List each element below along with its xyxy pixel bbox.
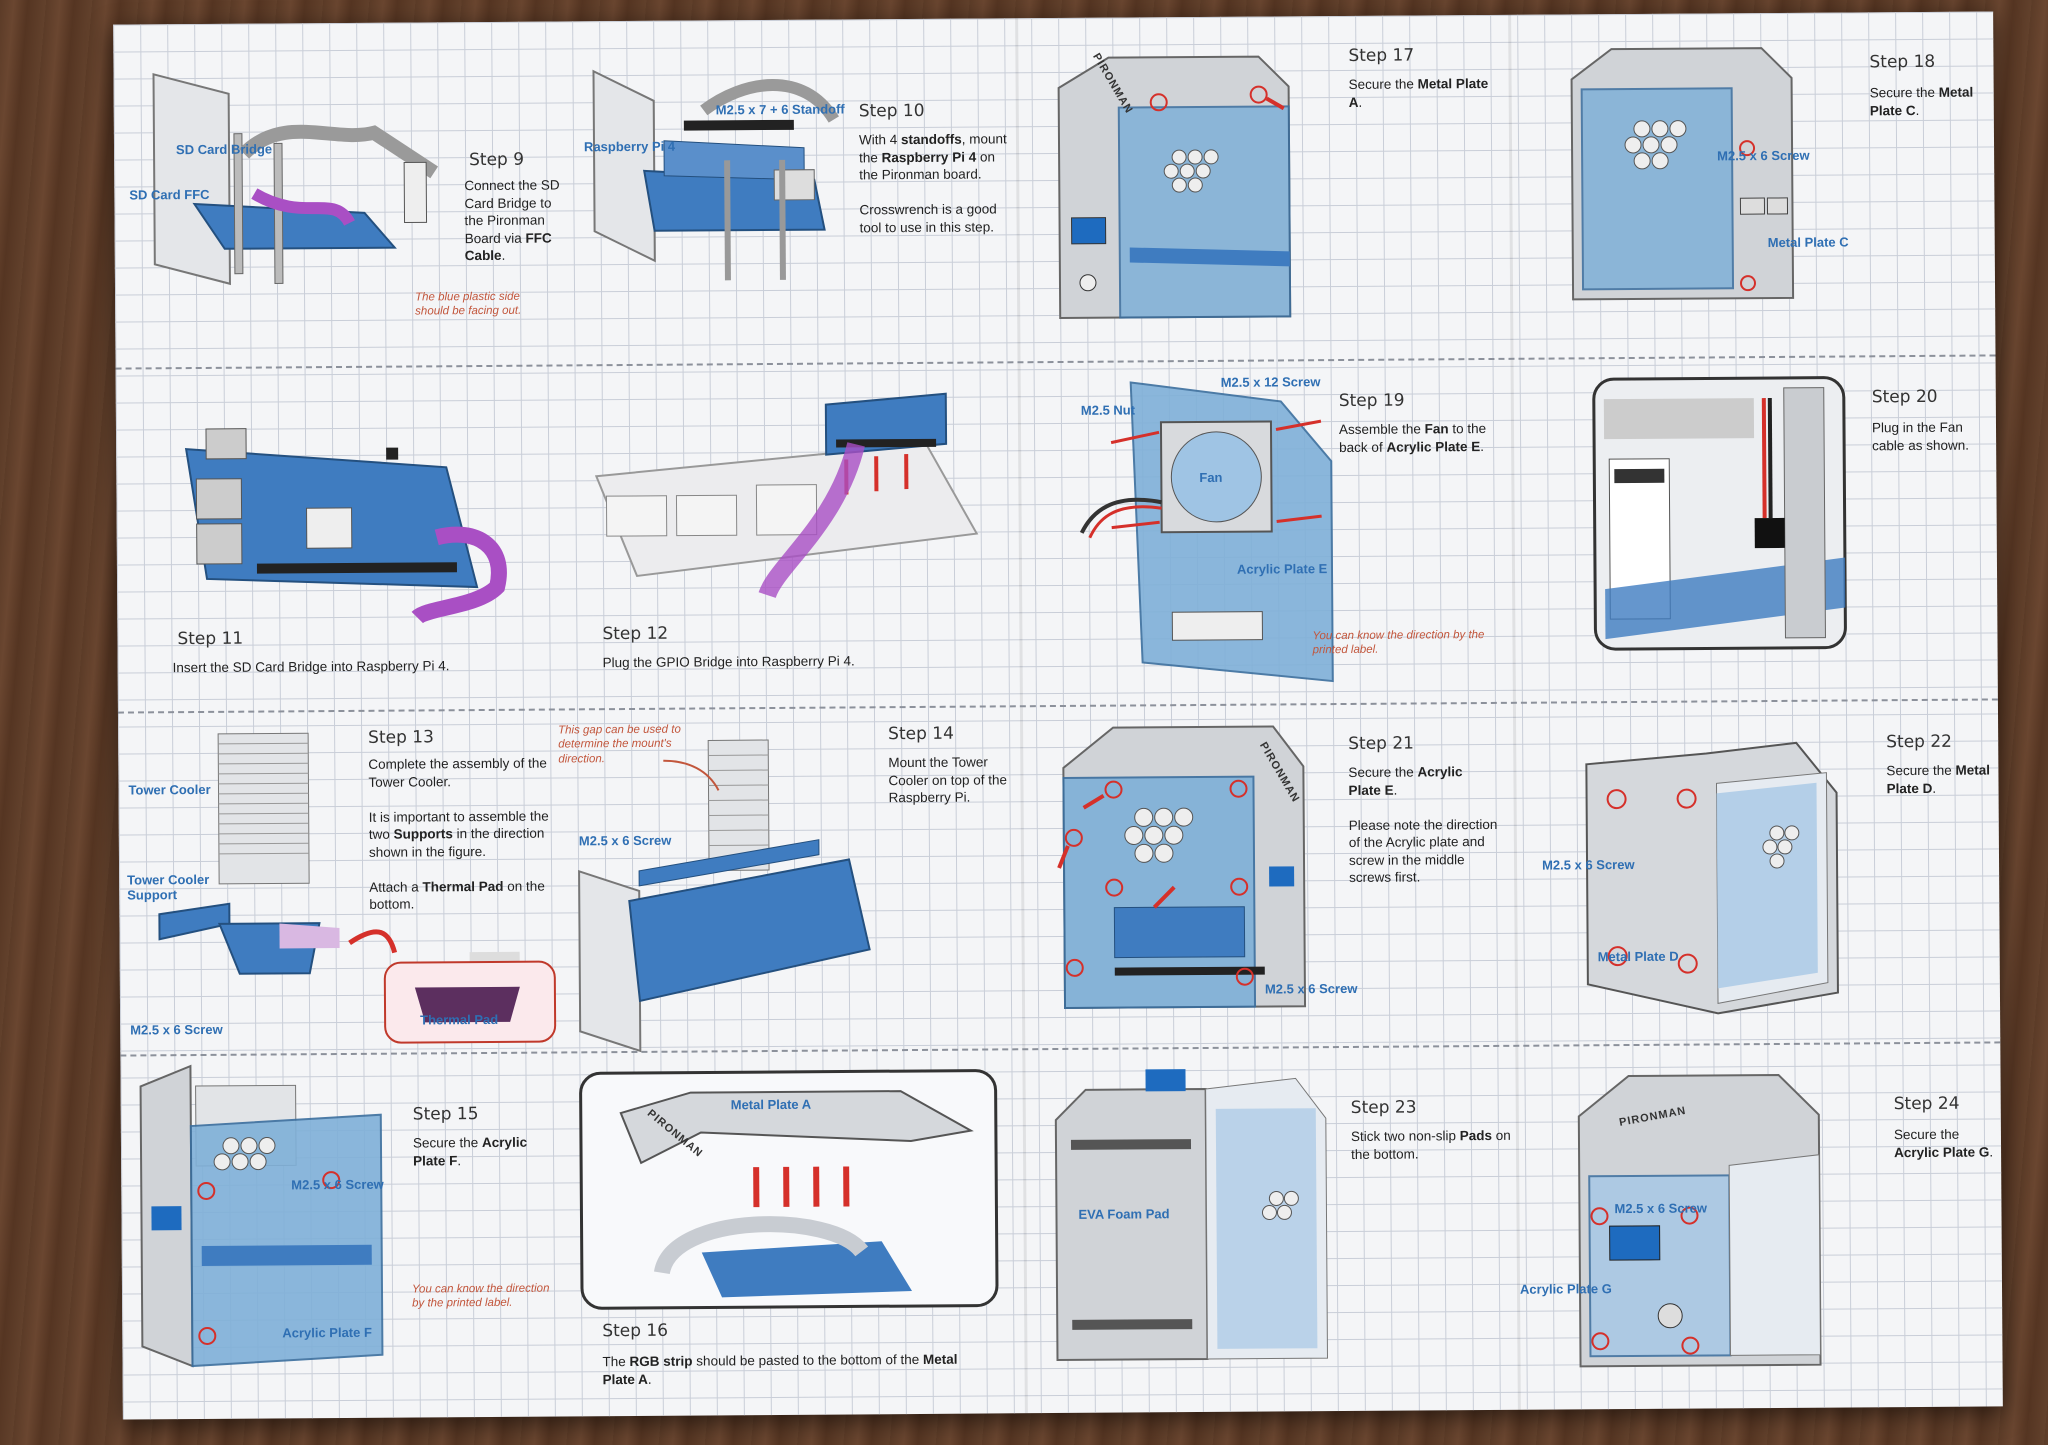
step-22-text: Secure the Metal Plate D. (1886, 762, 1991, 796)
step-21-illustration (1057, 725, 1307, 1009)
step-19-text: Assemble the Fan to the back of Acrylic … (1338, 421, 1487, 455)
step-10-text: With 4 standoffs, mount the Raspberry Pi… (858, 131, 1007, 236)
step-18-text: Secure the Metal Plate C. (1869, 84, 1974, 118)
screw-label: M2.5 x 6 Screw (1542, 856, 1635, 873)
metal-plate-c-label: Metal Plate C (1767, 234, 1849, 251)
step-17-text: Secure the Metal Plate A. (1348, 75, 1489, 110)
step-23: EVA Foam Pad Step 23 Stick two non-slip … (1025, 1047, 1518, 1410)
fan-label: Fan (1199, 469, 1223, 486)
step-16-text: The RGB strip should be pasted to the bo… (602, 1351, 958, 1387)
acrylic-plate-e-label: Acrylic Plate E (1236, 561, 1328, 577)
step-20-title: Step 20 (1871, 386, 1938, 408)
step-14: This gap can be used to determine the mo… (558, 708, 1020, 1053)
m25x12-screw-label: M2.5 x 12 Screw (1220, 374, 1321, 390)
step-12-illustration (594, 392, 979, 599)
step-23-title: Step 23 (1350, 1097, 1417, 1118)
step-9: SD Card Bridge SD Card FFC Step 9 Connec… (113, 21, 575, 367)
step-22: M2.5 x 6 Screw Metal Plate D Step 22 Sec… (1516, 701, 1998, 1044)
raspberry-pi-4-label: Raspberry Pi 4 (583, 138, 676, 155)
step-17-title: Step 17 (1348, 45, 1415, 66)
step-11-title: Step 11 (177, 628, 244, 650)
step-18-title: Step 18 (1869, 51, 1936, 73)
step-13: Tower Cooler Tower Cooler Support M2.5 x… (118, 711, 560, 1054)
step-15-note: You can know the direction by the printe… (411, 1282, 550, 1310)
sd-card-bridge-label: SD Card Bridge (175, 141, 273, 158)
acrylic-plate-g-label: Acrylic Plate G (1519, 1281, 1612, 1297)
step-21: PIRONMAN M2.5 x 6 Screw Step 21 Secure t… (1023, 705, 1515, 1048)
step-9-text: Connect the SD Card Bridge to the Pironm… (464, 177, 560, 264)
step-12: Step 12 Plug the GPIO Bridge into Raspbe… (556, 363, 1018, 708)
sd-card-ffc-label: SD Card FFC (129, 186, 210, 203)
step-23-text: Stick two non-slip Pads on the bottom. (1350, 1127, 1511, 1162)
step-22-illustration (1585, 741, 1839, 1015)
step-18-illustration (1570, 47, 1795, 301)
screw-label: M2.5 x 6 Screw (1264, 980, 1358, 997)
standoff-label: M2.5 x 7 + 6 Standoff (715, 101, 845, 118)
tower-cooler-support-label: Tower Cooler Support (127, 871, 210, 903)
step-16: PIRONMAN Metal Plate A Step 16 The RGB s… (560, 1050, 1023, 1413)
step-10-illustration (592, 69, 839, 281)
step-16-title: Step 16 (602, 1320, 669, 1342)
step-18: M2.5 x 6 Screw Metal Plate C Step 18 Sec… (1511, 11, 1993, 357)
metal-plate-a-label: Metal Plate A (730, 1096, 812, 1113)
step-10: M2.5 x 7 + 6 Standoff Raspberry Pi 4 Ste… (553, 18, 1015, 364)
step-24-illustration (1577, 1073, 1822, 1368)
step-14-note: This gap can be used to determine the mo… (558, 723, 681, 766)
step-12-text: Plug the GPIO Bridge into Raspberry Pi 4… (602, 653, 855, 671)
step-24: PIRONMAN M2.5 x 6 Screw Acrylic Plate G … (1518, 1043, 2001, 1406)
step-24-title: Step 24 (1893, 1093, 1960, 1115)
step-9-title: Step 9 (469, 149, 525, 171)
step-19-title: Step 19 (1338, 390, 1405, 412)
step-14-title: Step 14 (888, 723, 954, 745)
thermal-pad-label: Thermal Pad (420, 1011, 499, 1028)
step-21-title: Step 21 (1348, 733, 1415, 754)
step-19-note: You can know the direction by the printe… (1312, 629, 1485, 657)
step-14-text: Mount the Tower Cooler on top of the Ras… (888, 754, 1008, 806)
step-15: M2.5 x 6 Screw Acrylic Plate F Step 15 S… (120, 1053, 563, 1416)
step-13-title: Step 13 (368, 727, 434, 748)
step-17: PIRONMAN Step 17 Secure the Metal Plate … (1018, 15, 1510, 361)
step-20-text: Plug in the Fan cable as shown. (1871, 419, 1969, 453)
step-16-illustration (579, 1069, 999, 1310)
screw-label: M2.5 x 6 Screw (1614, 1200, 1708, 1217)
step-15-text: Secure the Acrylic Plate F. (412, 1134, 528, 1169)
step-9-note: The blue plastic side should be facing o… (415, 290, 522, 318)
step-20: Step 20 Plug in the Fan cable as shown. (1514, 356, 1996, 701)
acrylic-plate-f-label: Acrylic Plate F (282, 1324, 372, 1341)
instruction-sheet: SD Card Bridge SD Card FFC Step 9 Connec… (113, 11, 2003, 1420)
eva-foam-pad-label: EVA Foam Pad (1078, 1206, 1170, 1222)
step-11-text: Insert the SD Card Bridge into Raspberry… (172, 658, 450, 676)
step-13-illustration (158, 732, 557, 1044)
step-21-text: Secure the Acrylic Plate E. Please note … (1348, 764, 1498, 886)
step-17-illustration (1057, 55, 1292, 319)
step-11: Step 11 Insert the SD Card Bridge into R… (116, 366, 558, 711)
step-24-text: Secure the Acrylic Plate G. (1893, 1126, 1994, 1160)
step-12-title: Step 12 (602, 623, 669, 645)
screw-label: M2.5 x 6 Screw (1717, 147, 1810, 164)
screw-label: M2.5 x 6 Screw (291, 1176, 384, 1193)
step-14-illustration (578, 739, 871, 1053)
screw-label: M2.5 x 6 Screw (130, 1021, 223, 1038)
step-11-illustration (184, 428, 507, 625)
step-15-illustration (139, 1064, 384, 1368)
step-9-illustration (152, 73, 439, 286)
step-23-illustration (1054, 1069, 1328, 1362)
step-19-illustration (1079, 381, 1334, 683)
step-15-title: Step 15 (412, 1104, 479, 1125)
step-20-illustration (1592, 376, 1847, 651)
step-22-title: Step 22 (1886, 731, 1953, 753)
step-19: M2.5 x 12 Screw M2.5 Nut Fan Acrylic Pla… (1021, 360, 1513, 705)
tower-cooler-label: Tower Cooler (128, 781, 211, 798)
step-13-text: Complete the assembly of the Tower Coole… (368, 755, 549, 913)
step-10-title: Step 10 (858, 100, 925, 122)
metal-plate-d-label: Metal Plate D (1597, 948, 1679, 965)
screw-label: M2.5 x 6 Screw (578, 832, 672, 849)
m25-nut-label: M2.5 Nut (1080, 402, 1136, 418)
